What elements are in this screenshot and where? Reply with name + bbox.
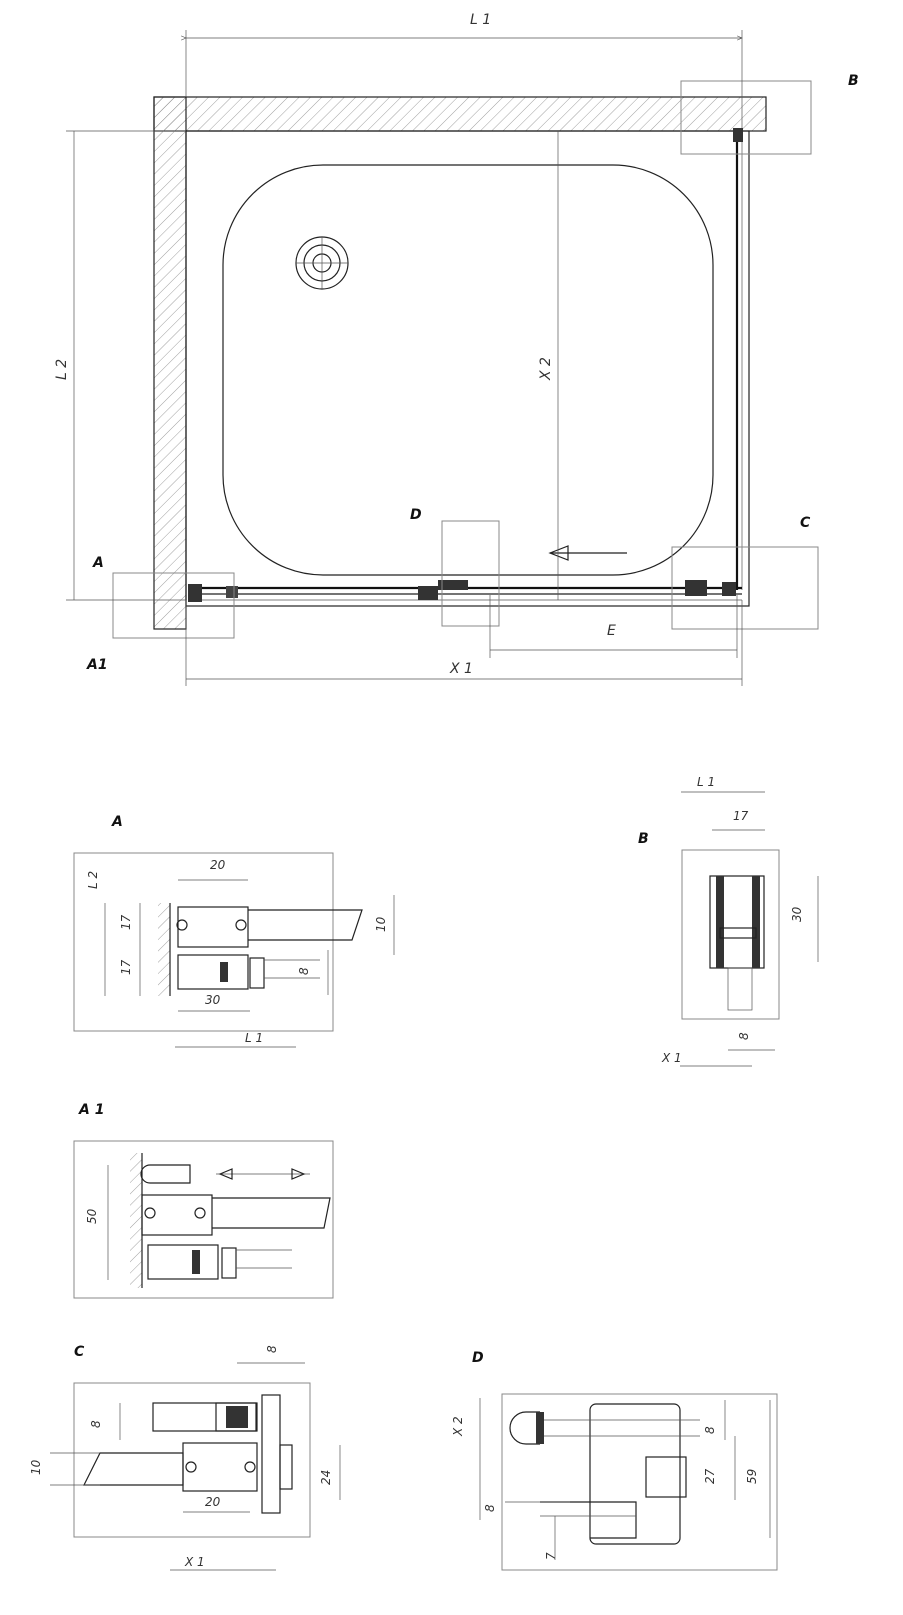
dim-D-27: 27	[703, 1468, 717, 1484]
callout-box-C	[671, 546, 819, 630]
shower-tray	[185, 130, 750, 607]
wall-top	[153, 96, 767, 132]
detail-frame-A	[73, 852, 334, 1032]
dim-B-30: 30	[790, 906, 804, 922]
callout-box-B	[680, 80, 812, 155]
detail-D: D X 2 8 27 59 8 7	[451, 1350, 778, 1571]
detail-A1: A 1 50	[73, 1102, 334, 1299]
dim-B-17: 17	[733, 809, 749, 823]
dim-A-17b: 17	[119, 959, 133, 975]
detail-B: B L 1 17 30 8 X 1	[638, 775, 819, 1067]
callout-box-D	[441, 520, 500, 627]
callout-label-A1: A1	[86, 657, 108, 673]
callout-label-B: B	[848, 73, 859, 89]
detail-C: C 8 8 10 24 20 X 1	[29, 1344, 341, 1571]
dim-D-59: 59	[745, 1469, 759, 1484]
dim-B-L1: L 1	[697, 775, 715, 789]
tray-basin	[222, 164, 714, 576]
dim-D-7: 7	[544, 1552, 558, 1560]
dim-C-X1: X 1	[184, 1555, 205, 1569]
dim-A-10: 10	[374, 916, 388, 932]
detail-frame-C	[73, 1382, 311, 1538]
drain-icon	[295, 236, 349, 290]
dim-C-20: 20	[205, 1495, 221, 1509]
detail-title-A: A	[111, 814, 123, 830]
detail-title-B: B	[638, 831, 649, 847]
slide-direction-arrow	[548, 545, 627, 561]
dim-label-X1: X 1	[449, 661, 473, 677]
callout-box-A	[112, 572, 235, 639]
detail-title-D: D	[472, 1350, 484, 1366]
dimension-L1: L 1	[186, 12, 742, 128]
dim-C-8: 8	[89, 1420, 103, 1428]
dim-B-X1: X 1	[661, 1051, 682, 1065]
callout-label-C: C	[800, 515, 811, 531]
dim-B-8: 8	[737, 1032, 751, 1040]
detail-title-C: C	[74, 1344, 85, 1360]
callout-label-D: D	[410, 507, 422, 523]
detail-frame-D	[501, 1393, 778, 1571]
dim-A-20: 20	[210, 858, 226, 872]
dim-A-8: 8	[297, 967, 311, 975]
dim-D-8a: 8	[703, 1426, 717, 1434]
callout-label-A: A	[92, 555, 104, 571]
detail-frame-A1	[73, 1140, 334, 1299]
dim-A-L2: L 2	[86, 871, 100, 889]
dim-A-30: 30	[205, 993, 221, 1007]
dimension-L2: L 2	[54, 130, 186, 601]
dim-label-X2: X 2	[538, 357, 554, 381]
detail-title-A1: A 1	[78, 1102, 104, 1118]
dim-D-X2: X 2	[451, 1416, 465, 1437]
dimension-X1: X 1	[185, 600, 743, 686]
dimension-X2: X 2	[538, 131, 559, 600]
dim-A1-50: 50	[85, 1208, 99, 1224]
detail-frame-B	[681, 849, 780, 1020]
dim-A-17a: 17	[119, 914, 133, 930]
dimension-E: E	[489, 595, 738, 658]
dim-label-L1: L 1	[470, 12, 491, 28]
dim-label-L2: L 2	[54, 359, 70, 380]
dim-C-10: 10	[29, 1459, 43, 1475]
dim-C-24: 24	[319, 1470, 333, 1485]
wall-profile-top	[733, 128, 743, 142]
dim-label-E: E	[607, 623, 616, 639]
dim-C-8-top: 8	[265, 1345, 279, 1353]
wall-left	[153, 96, 187, 630]
front-sliding-glass	[188, 580, 742, 602]
detail-A: A 20 L 2 17 17 10 8 30 L 1	[73, 814, 395, 1048]
main-plan-view: A A1 B C D L 1 L 2 X 2 E	[54, 12, 859, 686]
dim-D-8b: 8	[483, 1504, 497, 1512]
dim-A-L1: L 1	[245, 1031, 263, 1045]
